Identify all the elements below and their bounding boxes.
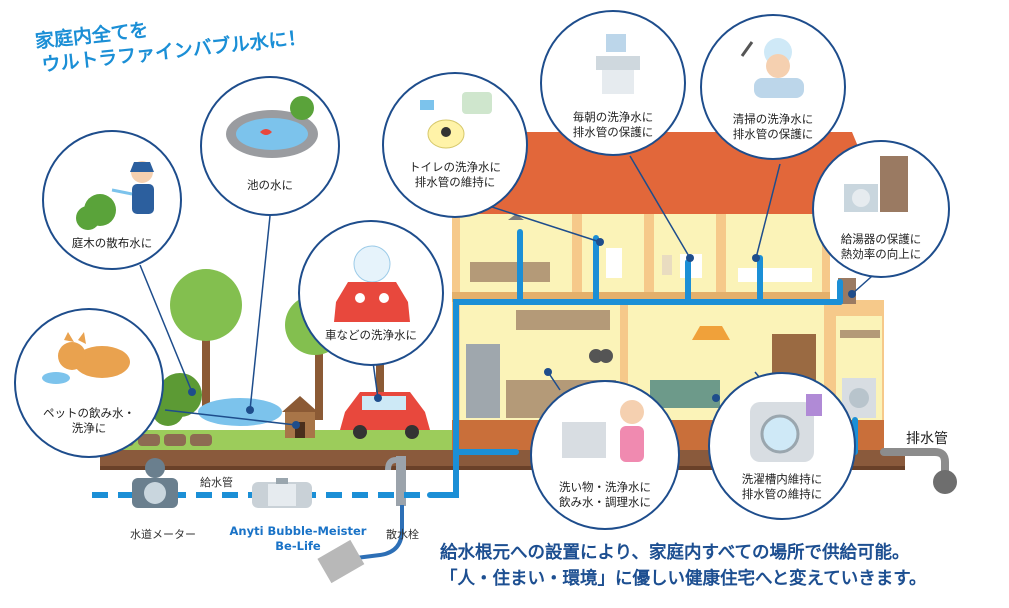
bubble-pet: ペットの飲み水・ 洗浄に bbox=[14, 308, 164, 458]
water-heater-icon bbox=[844, 156, 908, 212]
bubble-washbasin-label-line2: 排水管の保護に bbox=[572, 125, 654, 139]
bubble-laundry-label: 洗濯槽内維持に 排水管の維持に bbox=[710, 472, 854, 502]
drain-outlet bbox=[933, 470, 957, 494]
bubble-car-label: 車などの洗浄水に bbox=[325, 328, 417, 342]
product-name: Anyti Bubble-Meister Be-Life bbox=[218, 524, 378, 554]
bubble-pet-label-line2: 洗浄に bbox=[71, 421, 107, 435]
bubble-washbasin-label: 毎朝の洗浄水に 排水管の保護に bbox=[542, 110, 684, 140]
pond bbox=[198, 398, 282, 426]
garden-hose bbox=[339, 505, 404, 562]
bubble-toilet-label: トイレの洗浄水に 排水管の維持に bbox=[384, 160, 526, 190]
bubble-kitchen-label-line1: 洗い物・洗浄水に bbox=[559, 480, 651, 494]
bubble-kitchen: 洗い物・洗浄水に 飲み水・調理水に bbox=[530, 380, 680, 530]
faucet-label: 散水栓 bbox=[386, 528, 419, 541]
ground-strip bbox=[100, 450, 905, 466]
bubble-kitchen-label: 洗い物・洗浄水に 飲み水・調理水に bbox=[532, 480, 678, 510]
bubble-bath: 清掃の洗浄水に 排水管の保護に bbox=[700, 14, 846, 160]
car-wash-icon bbox=[334, 245, 410, 322]
bubble-laundry-label-line2: 排水管の維持に bbox=[741, 487, 823, 501]
bubble-pond-label: 池の水に bbox=[247, 178, 293, 192]
bubble-bath-label: 清掃の洗浄水に 排水管の保護に bbox=[702, 112, 844, 142]
footer-line1: 給水根元への設置により、家庭内すべての場所で供給可能。 bbox=[440, 543, 910, 563]
bubble-laundry-label-line1: 洗濯槽内維持に bbox=[741, 472, 823, 486]
bubble-heater-label-line1: 給湯器の保護に bbox=[840, 232, 922, 246]
dog-icon bbox=[42, 332, 130, 384]
bubble-meister-device bbox=[252, 478, 312, 508]
bubble-laundry: 洗濯槽内維持に 排水管の維持に bbox=[708, 372, 856, 520]
washing-machine-icon bbox=[750, 394, 822, 462]
pond-icon bbox=[226, 96, 318, 158]
footer-line2: 「人・住まい・環境」に優しい健康住宅へと変えていきます。 bbox=[440, 569, 927, 589]
faucet-post bbox=[385, 456, 406, 506]
bubble-kitchen-label-line2: 飲み水・調理水に bbox=[559, 495, 651, 509]
bubble-toilet: トイレの洗浄水に 排水管の維持に bbox=[382, 72, 528, 218]
kitchen-sink-icon bbox=[562, 400, 644, 462]
bubble-toilet-label-line1: トイレの洗浄水に bbox=[409, 160, 501, 174]
water-meter-illustration bbox=[132, 458, 178, 508]
washbasin-icon bbox=[596, 34, 640, 94]
drain-pipe-label: 排水管 bbox=[906, 431, 948, 447]
water-meter-label: 水道メーター bbox=[130, 528, 196, 541]
bubble-toilet-label-line2: 排水管の維持に bbox=[414, 175, 496, 189]
bubble-garden: 庭木の散布水に bbox=[42, 130, 182, 270]
bubble-car: 車などの洗浄水に bbox=[298, 220, 444, 366]
bubble-heater-label: 給湯器の保護に 熱効率の向上に bbox=[814, 232, 948, 262]
bath-shower-icon bbox=[740, 38, 804, 98]
bubble-washbasin-label-line1: 毎朝の洗浄水に bbox=[572, 110, 654, 124]
bubble-pet-label-line1: ペットの飲み水・ bbox=[43, 406, 135, 420]
bubble-bath-label-line1: 清掃の洗浄水に bbox=[732, 112, 814, 126]
supply-pipe-label: 給水管 bbox=[200, 476, 233, 489]
product-name-line2: Be-Life bbox=[275, 539, 321, 553]
toilet-icon bbox=[420, 92, 492, 149]
bubble-heater: 給湯器の保護に 熱効率の向上に bbox=[812, 140, 950, 278]
bubble-pet-label: ペットの飲み水・ 洗浄に bbox=[16, 406, 162, 436]
bubble-pond: 池の水に bbox=[200, 76, 340, 216]
bubble-heater-label-line2: 熱効率の向上に bbox=[840, 247, 922, 261]
bubble-washbasin: 毎朝の洗浄水に 排水管の保護に bbox=[540, 10, 686, 156]
drain-pipe bbox=[880, 448, 949, 482]
dog-house bbox=[282, 396, 318, 438]
gardener-icon bbox=[76, 161, 154, 230]
bubble-garden-label: 庭木の散布水に bbox=[71, 236, 153, 250]
footer-text: 給水根元への設置により、家庭内すべての場所で供給可能。 「人・住まい・環境」に優… bbox=[440, 540, 927, 592]
bubble-bath-label-line2: 排水管の保護に bbox=[732, 127, 814, 141]
car bbox=[340, 392, 430, 439]
product-name-line1: Anyti Bubble-Meister bbox=[229, 524, 367, 538]
